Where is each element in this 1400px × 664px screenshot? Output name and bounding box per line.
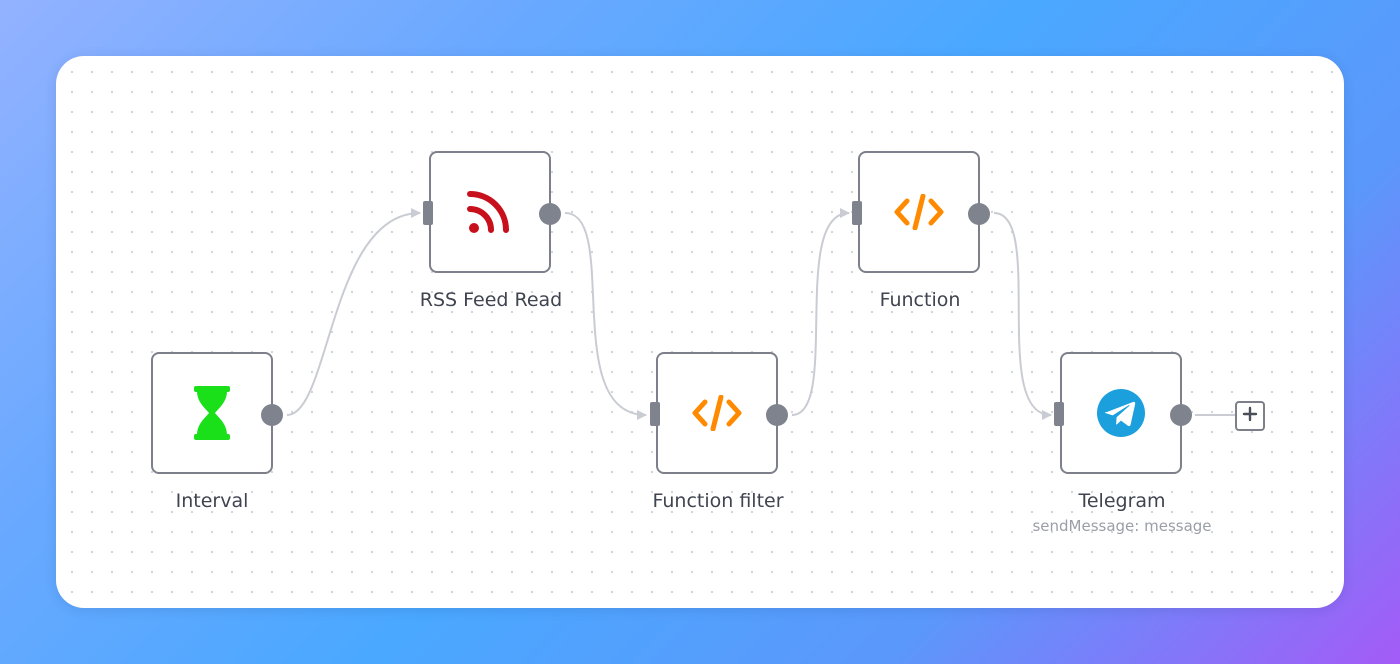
node-subtitle-telegram: sendMessage: message xyxy=(1032,517,1212,535)
node-rss-feed-read[interactable] xyxy=(423,151,561,273)
input-handle[interactable] xyxy=(1054,402,1064,426)
hourglass-icon xyxy=(192,386,232,440)
input-handle[interactable] xyxy=(650,402,660,426)
rss-icon xyxy=(467,189,513,235)
node-label-function: Function xyxy=(879,289,961,311)
telegram-icon xyxy=(1096,388,1146,438)
node-telegram[interactable] xyxy=(1054,352,1192,474)
node-label-function-filter: Function filter xyxy=(652,490,784,512)
add-node-button[interactable] xyxy=(1235,401,1265,431)
code-icon xyxy=(894,194,944,230)
output-handle[interactable] xyxy=(1170,404,1192,426)
output-handle[interactable] xyxy=(261,404,283,426)
input-handle[interactable] xyxy=(852,201,862,225)
node-label-rss-feed-read: RSS Feed Read xyxy=(419,289,563,311)
code-icon xyxy=(692,395,742,431)
node-label-interval: Interval xyxy=(175,490,249,512)
node-label-telegram: Telegram xyxy=(1078,490,1166,512)
node-function[interactable] xyxy=(852,151,990,273)
output-handle[interactable] xyxy=(766,404,788,426)
output-handle[interactable] xyxy=(968,203,990,225)
node-function-filter[interactable] xyxy=(650,352,788,474)
node-interval[interactable] xyxy=(151,352,283,474)
plus-icon xyxy=(1242,406,1258,426)
input-handle[interactable] xyxy=(423,201,433,225)
output-handle[interactable] xyxy=(539,203,561,225)
workflow-canvas[interactable] xyxy=(56,56,1344,608)
